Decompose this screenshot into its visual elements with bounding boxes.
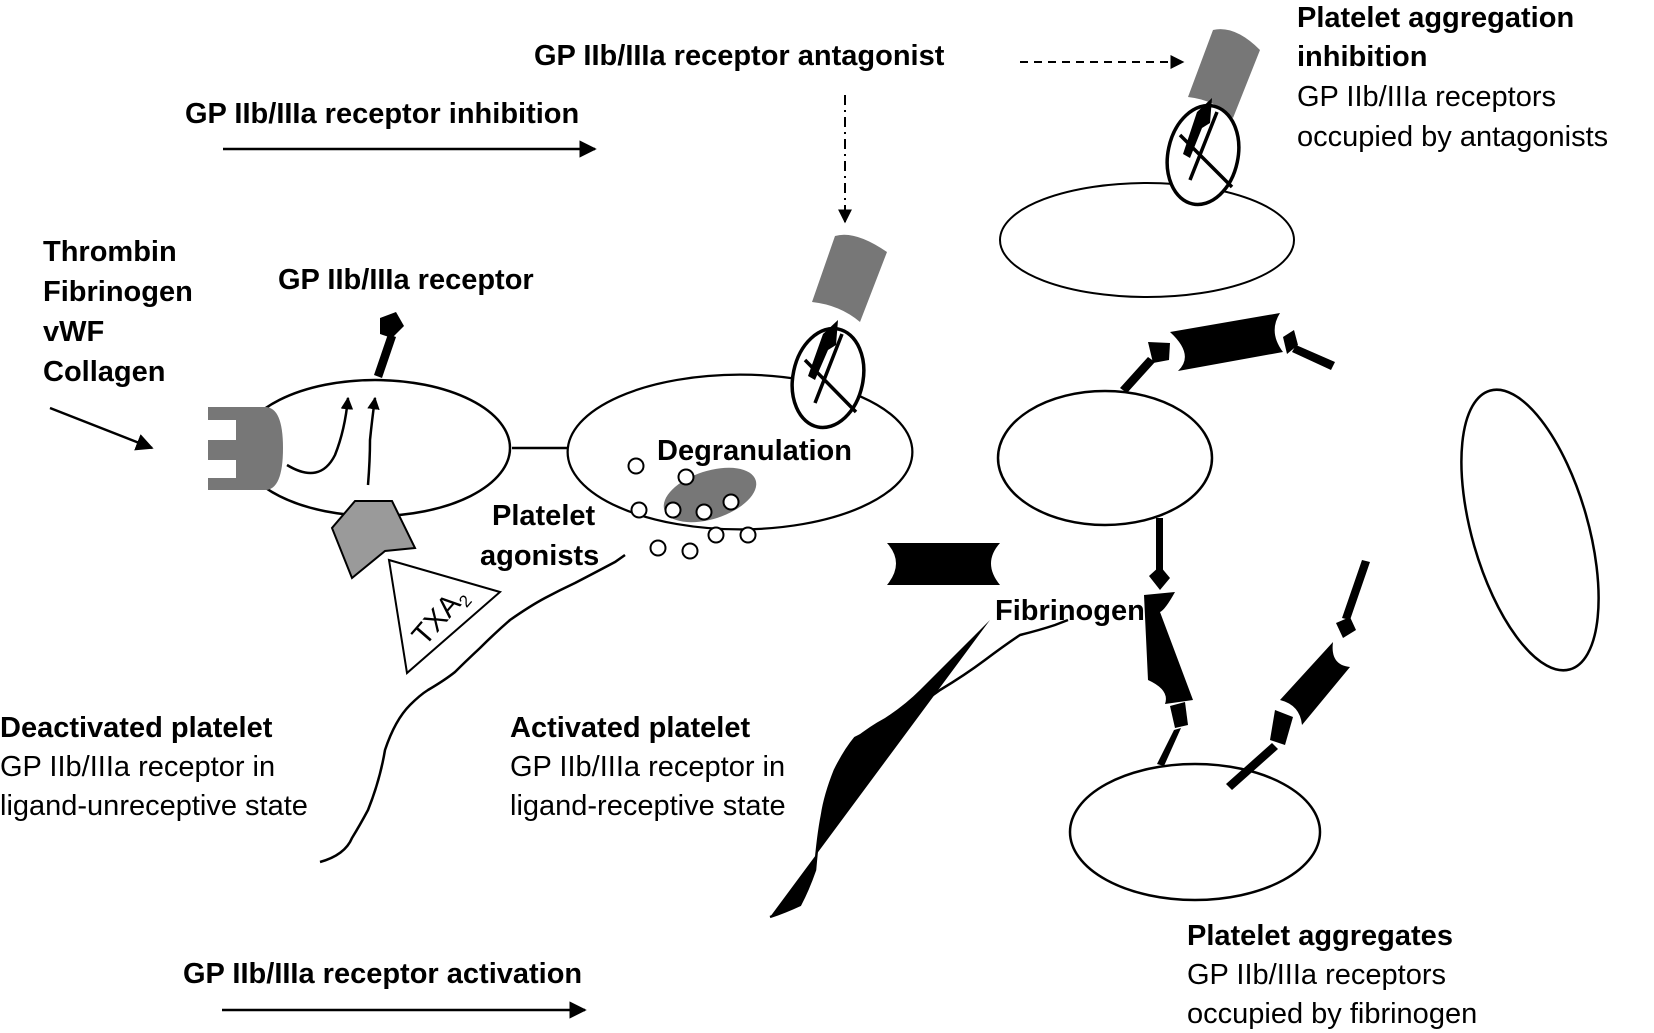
caption-aggregates-line1: GP IIb/IIIa receptors <box>1187 959 1446 991</box>
agonist-list: Thrombin Fibrinogen vWF Collagen <box>43 236 193 388</box>
degranulation-label: Degranulation <box>657 435 852 467</box>
fibrinogen-label: Fibrinogen <box>995 595 1145 627</box>
caption-deactivated-line2: ligand-unreceptive state <box>0 790 308 822</box>
fibrinogen-molecule <box>887 543 1000 585</box>
agonist-collagen: Collagen <box>43 356 165 388</box>
caption-aggregates: Platelet aggregates GP IIb/IIIa receptor… <box>1187 920 1477 1030</box>
granules <box>627 457 757 560</box>
caption-inhibition-line1: GP IIb/IIIa receptors <box>1297 81 1556 113</box>
receptor-icon <box>374 334 396 378</box>
agonist-thrombin: Thrombin <box>43 236 177 268</box>
caption-inhibition-title1: Platelet aggregation <box>1297 2 1574 34</box>
aggregate-platelet-left <box>996 389 1214 527</box>
antagonist-label: GP IIb/IIIa receptor antagonist <box>534 40 945 72</box>
caption-activated-line1: GP IIb/IIIa receptor in <box>510 751 785 783</box>
agonists-label-line2: agonists <box>480 540 599 572</box>
txa2-triangle <box>387 558 503 675</box>
activated-platelet: Degranulation <box>566 234 914 560</box>
antagonist-bound-receptor <box>790 234 887 430</box>
caption-activated-title: Activated platelet <box>510 712 750 744</box>
caption-inhibition-title2: inhibition <box>1297 41 1427 73</box>
caption-activated: Activated platelet GP IIb/IIIa receptor … <box>510 712 786 822</box>
activation-label: GP IIb/IIIa receptor activation <box>183 958 582 990</box>
inhibited-platelet <box>999 29 1295 298</box>
caption-aggregates-line2: occupied by fibrinogen <box>1187 998 1477 1030</box>
caption-inhibition-line2: occupied by antagonists <box>1297 121 1608 153</box>
caption-aggregates-title: Platelet aggregates <box>1187 920 1453 952</box>
connector-activated <box>770 620 990 917</box>
caption-inhibition: Platelet aggregation inhibition GP IIb/I… <box>1297 2 1608 153</box>
deactivated-platelet: TXA2 <box>208 312 512 675</box>
agonist-arrow <box>49 406 154 451</box>
agonist-receptor-icon <box>330 500 417 580</box>
aggregate-platelet-bottom <box>1068 762 1322 902</box>
agonists-label-line1: Platelet <box>492 500 595 532</box>
agonist-fibrinogen: Fibrinogen <box>43 276 193 308</box>
caption-deactivated: Deactivated platelet GP IIb/IIIa recepto… <box>0 712 308 822</box>
caption-activated-line2: ligand-receptive state <box>510 790 786 822</box>
connector-deactivated <box>319 553 626 864</box>
agonist-vwf: vWF <box>43 316 104 348</box>
aggregate-platelet-right <box>1460 388 1600 672</box>
platelet-aggregate <box>996 313 1600 902</box>
surface-receptor-icon <box>208 407 283 490</box>
inhibition-label: GP IIb/IIIa receptor inhibition <box>185 98 579 130</box>
caption-deactivated-line1: GP IIb/IIIa receptor in <box>0 751 275 783</box>
receptor-label: GP IIb/IIIa receptor <box>278 264 534 296</box>
caption-deactivated-title: Deactivated platelet <box>0 712 273 744</box>
